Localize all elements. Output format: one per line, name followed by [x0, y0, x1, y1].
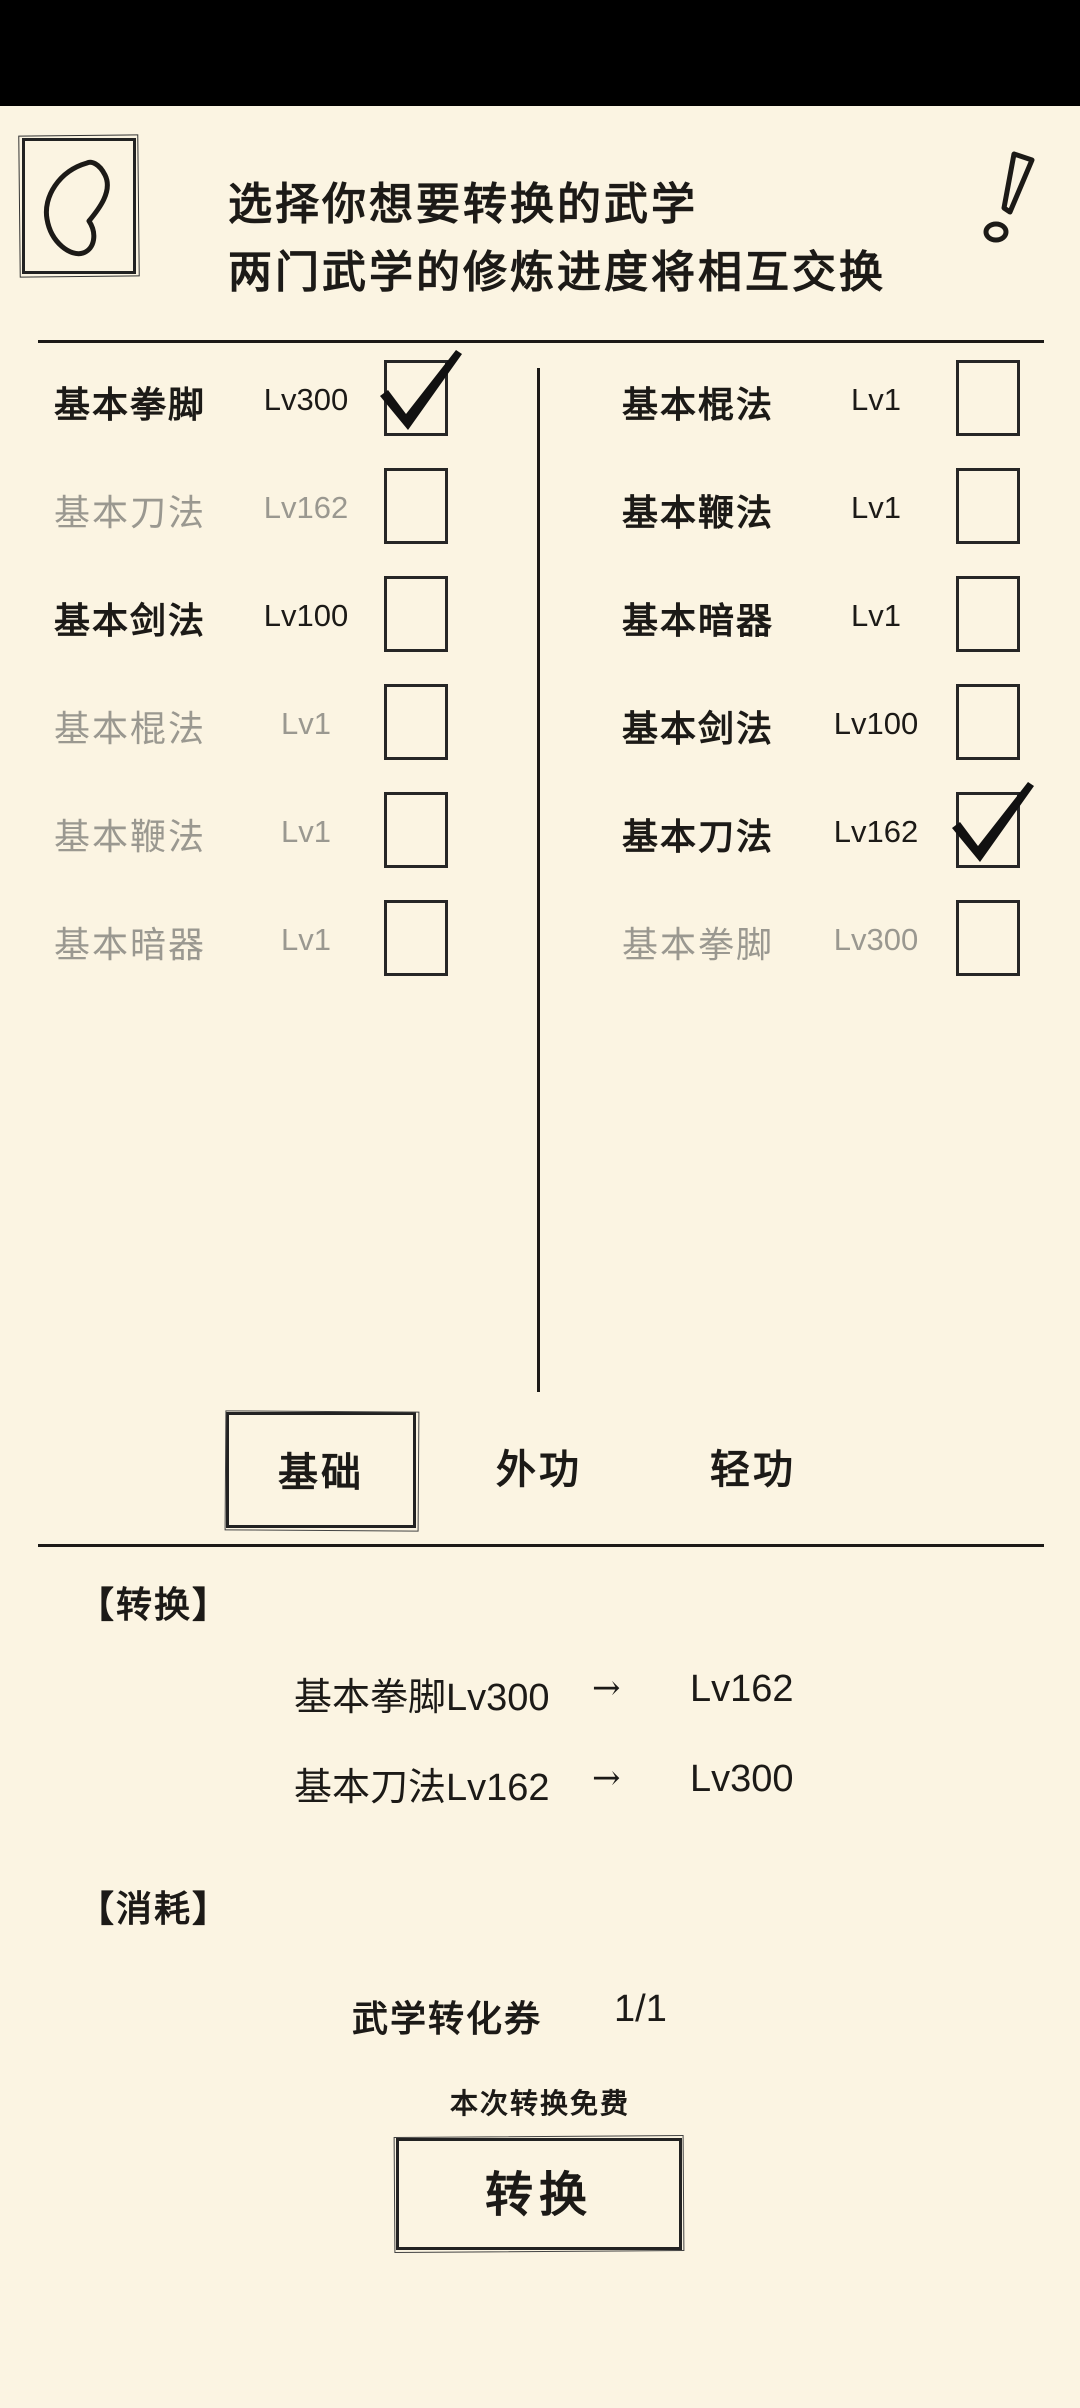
right-skill-row[interactable]: 基本鞭法 Lv1: [622, 466, 1032, 546]
skill-level: Lv162: [263, 490, 349, 525]
skill-level: Lv1: [851, 598, 901, 633]
conversion-row-1-to: Lv162: [690, 1668, 794, 1710]
bottom-divider: [38, 1544, 1044, 1547]
left-skill-row[interactable]: 基本棍法 Lv1: [54, 682, 474, 762]
alert-icon[interactable]: [974, 146, 1044, 246]
skill-name: 基本棍法: [54, 709, 207, 750]
skill-level: Lv100: [263, 598, 349, 633]
checkmark-icon: [380, 350, 462, 430]
skill-level: Lv1: [281, 814, 331, 849]
skill-level: Lv300: [263, 382, 349, 417]
skill-checkbox[interactable]: [384, 792, 448, 868]
left-skill-row[interactable]: 基本鞭法 Lv1: [54, 790, 474, 870]
skill-level: Lv1: [281, 922, 331, 957]
skill-level: Lv162: [833, 814, 919, 849]
skill-checkbox[interactable]: [956, 900, 1020, 976]
right-skill-row[interactable]: 基本棍法 Lv1: [622, 358, 1032, 438]
conversion-row-2: 基本刀法Lv162: [294, 1756, 550, 1811]
skill-level: Lv100: [833, 706, 919, 741]
skill-level: Lv300: [833, 922, 919, 957]
convert-button[interactable]: 转换: [396, 2138, 682, 2250]
skill-name: 基本刀法: [622, 816, 775, 858]
cost-item-name: 武学转化券: [352, 1998, 543, 2040]
left-skill-row[interactable]: 基本刀法 Lv162: [54, 466, 474, 546]
skill-checkbox[interactable]: [384, 684, 448, 760]
conversion-row-2-to: Lv300: [690, 1758, 794, 1800]
cost-section-title: 【消耗】: [78, 1888, 231, 1930]
conversion-row-2-from: Lv162: [446, 1767, 550, 1809]
skill-checkbox[interactable]: [956, 684, 1020, 760]
status-bar: [0, 0, 1080, 106]
title-line-1: 选择你想要转换的武学: [228, 179, 698, 230]
left-skill-row[interactable]: 基本暗器 Lv1: [54, 898, 474, 978]
conversion-row-1-from: Lv300: [446, 1677, 550, 1719]
skill-checkbox[interactable]: [956, 576, 1020, 652]
right-skill-row[interactable]: 基本拳脚 Lv300: [622, 898, 1032, 978]
tab-lightness[interactable]: 轻功: [710, 1446, 796, 1493]
checkmark-icon: [952, 782, 1034, 862]
skill-name: 基本暗器: [54, 925, 207, 966]
skill-level: Lv1: [851, 382, 901, 417]
conversion-row-2-name: 基本刀法: [294, 1765, 447, 1809]
back-button[interactable]: [22, 138, 136, 274]
skill-name: 基本剑法: [622, 708, 775, 750]
conversion-section-title: 【转换】: [78, 1584, 231, 1626]
right-skill-row[interactable]: 基本刀法 Lv162: [622, 782, 1034, 870]
top-divider: [38, 340, 1044, 343]
skill-name: 基本刀法: [54, 493, 207, 534]
cost-item-count: 1/1: [614, 1988, 667, 2030]
conversion-row-1-name: 基本拳脚: [294, 1675, 447, 1719]
skill-name: 基本棍法: [622, 384, 775, 426]
skill-level: Lv1: [851, 490, 901, 525]
conversion-row-2-arrow: →: [592, 1758, 621, 1798]
skill-checkbox[interactable]: [384, 576, 448, 652]
conversion-row-1: 基本拳脚Lv300: [294, 1666, 550, 1721]
skill-name: 基本暗器: [622, 600, 775, 642]
skill-checkbox[interactable]: [384, 468, 448, 544]
skill-name: 基本拳脚: [622, 925, 775, 966]
title-line-2: 两门武学的修炼进度将相互交换: [228, 247, 886, 298]
right-skill-row[interactable]: 基本暗器 Lv1: [622, 574, 1032, 654]
tab-external[interactable]: 外功: [496, 1446, 582, 1493]
free-note: 本次转换免费: [449, 2087, 630, 2120]
left-skill-row[interactable]: 基本剑法 Lv100: [54, 574, 474, 654]
left-skill-row[interactable]: 基本拳脚 Lv300: [54, 350, 474, 438]
back-arrow-icon: [43, 159, 110, 257]
right-skill-row[interactable]: 基本剑法 Lv100: [622, 682, 1032, 762]
skill-name: 基本拳脚: [54, 384, 207, 426]
conversion-row-1-arrow: →: [592, 1668, 621, 1708]
skill-name: 基本鞭法: [54, 817, 207, 858]
column-divider: [537, 368, 540, 1392]
tab-basic[interactable]: 基础: [226, 1412, 416, 1528]
skill-name: 基本鞭法: [622, 492, 775, 534]
skill-name: 基本剑法: [54, 600, 207, 642]
skill-level: Lv1: [281, 706, 331, 741]
skill-checkbox[interactable]: [384, 900, 448, 976]
skill-checkbox[interactable]: [956, 360, 1020, 436]
skill-checkbox[interactable]: [956, 468, 1020, 544]
